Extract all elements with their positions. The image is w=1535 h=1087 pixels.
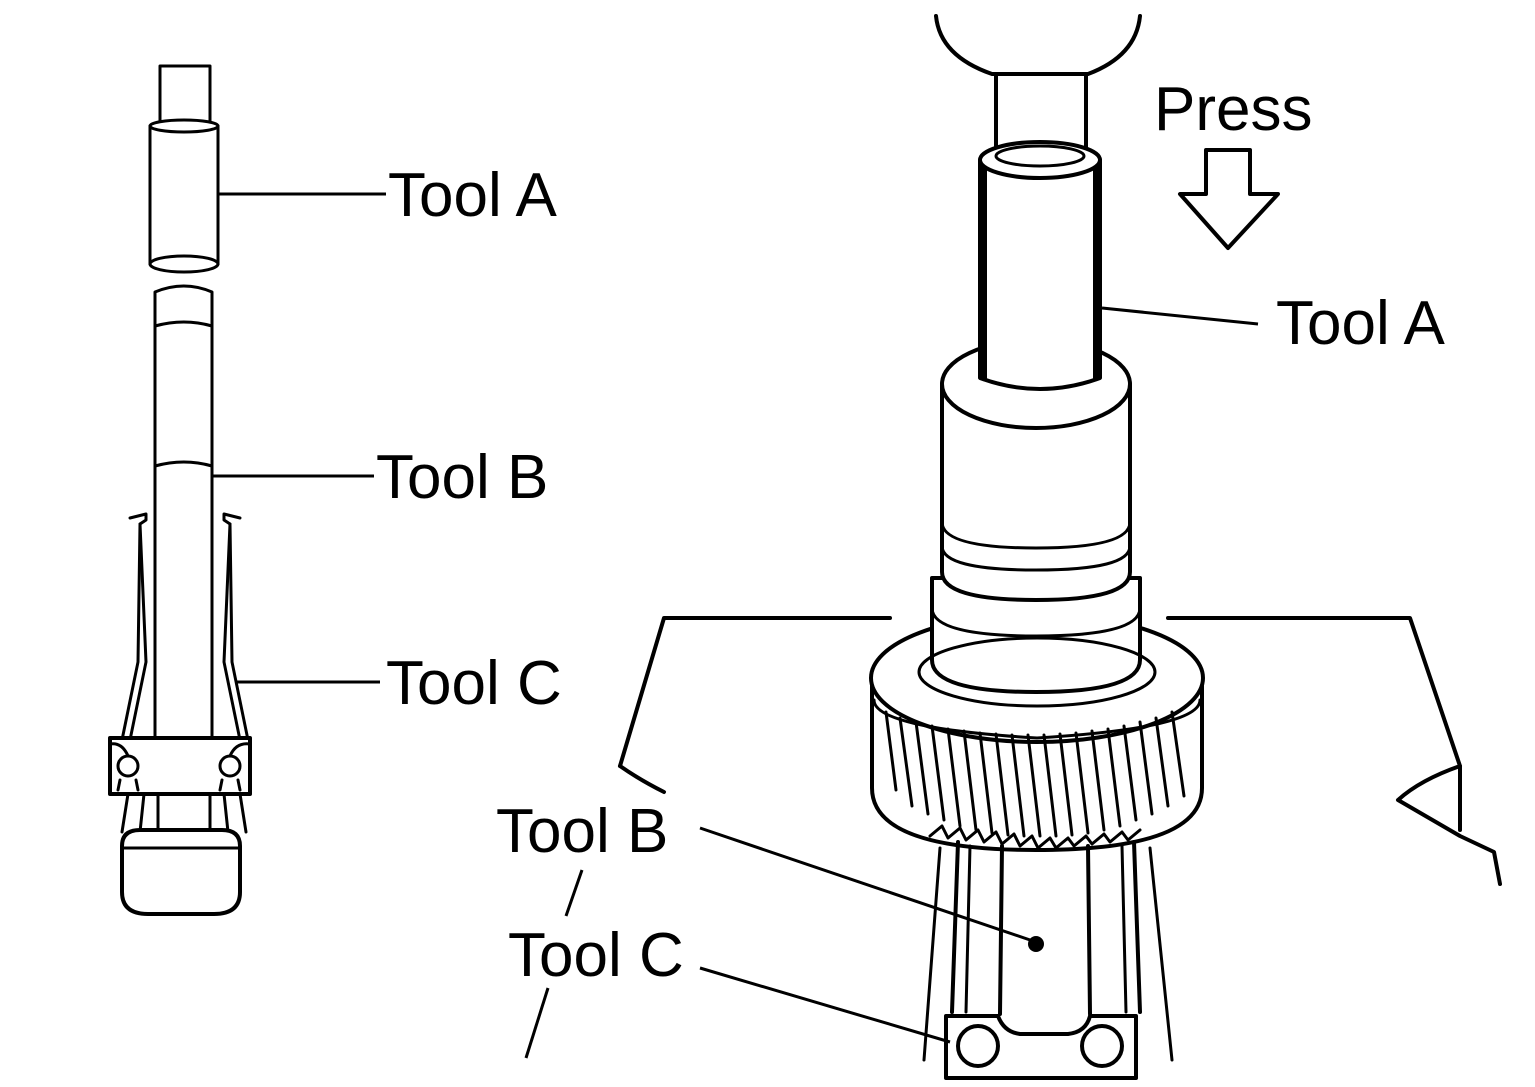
bracket-tick-upper [564,869,584,917]
label-left-tool-c: Tool C [386,649,562,718]
exploded-tool-assembly [108,64,386,916]
tool-c-drawing [108,512,252,916]
tool-a-sleeve [978,140,1102,391]
label-press: Press [1154,75,1312,144]
label-left-tool-a: Tool A [388,161,558,230]
press-arrow-icon [1178,148,1280,250]
leader-right-tool-b [699,826,1037,944]
bearing-stack [917,338,1157,708]
label-right-tool-c: Tool C [508,921,684,990]
tool-a-drawing [148,64,220,274]
label-right-tool-a: Tool A [1276,289,1446,358]
bracket-tick-lower [524,987,550,1059]
leader-right-tool-a [1101,306,1259,326]
leader-right-tool-b-dot [1028,936,1044,952]
tool-b-c-lower [922,840,1174,1080]
tool-b-drawing [153,284,214,742]
label-left-tool-b: Tool B [376,443,548,512]
leader-right-tool-c [699,966,951,1044]
housing [618,616,1502,886]
press-ram [934,14,1142,152]
label-right-tool-b: Tool B [496,797,668,866]
press-assembly [524,14,1502,1080]
